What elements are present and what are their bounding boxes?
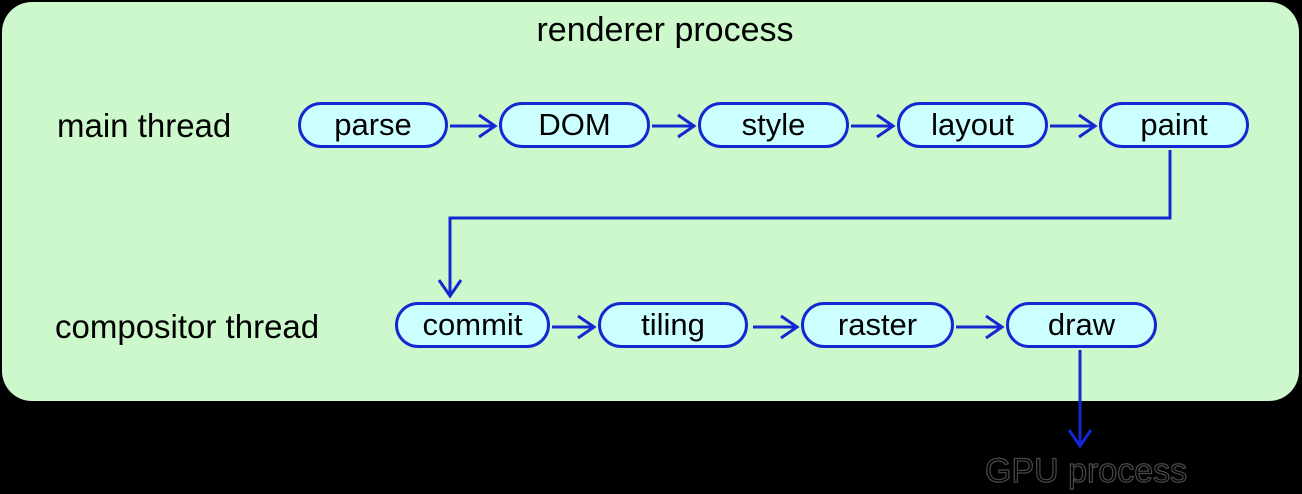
node-parse: parse [298,102,448,148]
node-tiling: tiling [598,302,748,348]
gpu-process-label: GPU process [984,451,1188,490]
node-raster: raster [801,302,954,348]
panel-title: renderer process [536,11,794,49]
compositor-thread-label: compositor thread [55,308,320,345]
main-thread-label: main thread [57,107,232,144]
node-layout: layout [897,102,1048,148]
node-draw: draw [1006,302,1157,348]
node-dom: DOM [499,102,650,148]
node-paint: paint [1099,102,1249,148]
node-style: style [698,102,849,148]
node-commit: commit [395,302,550,348]
